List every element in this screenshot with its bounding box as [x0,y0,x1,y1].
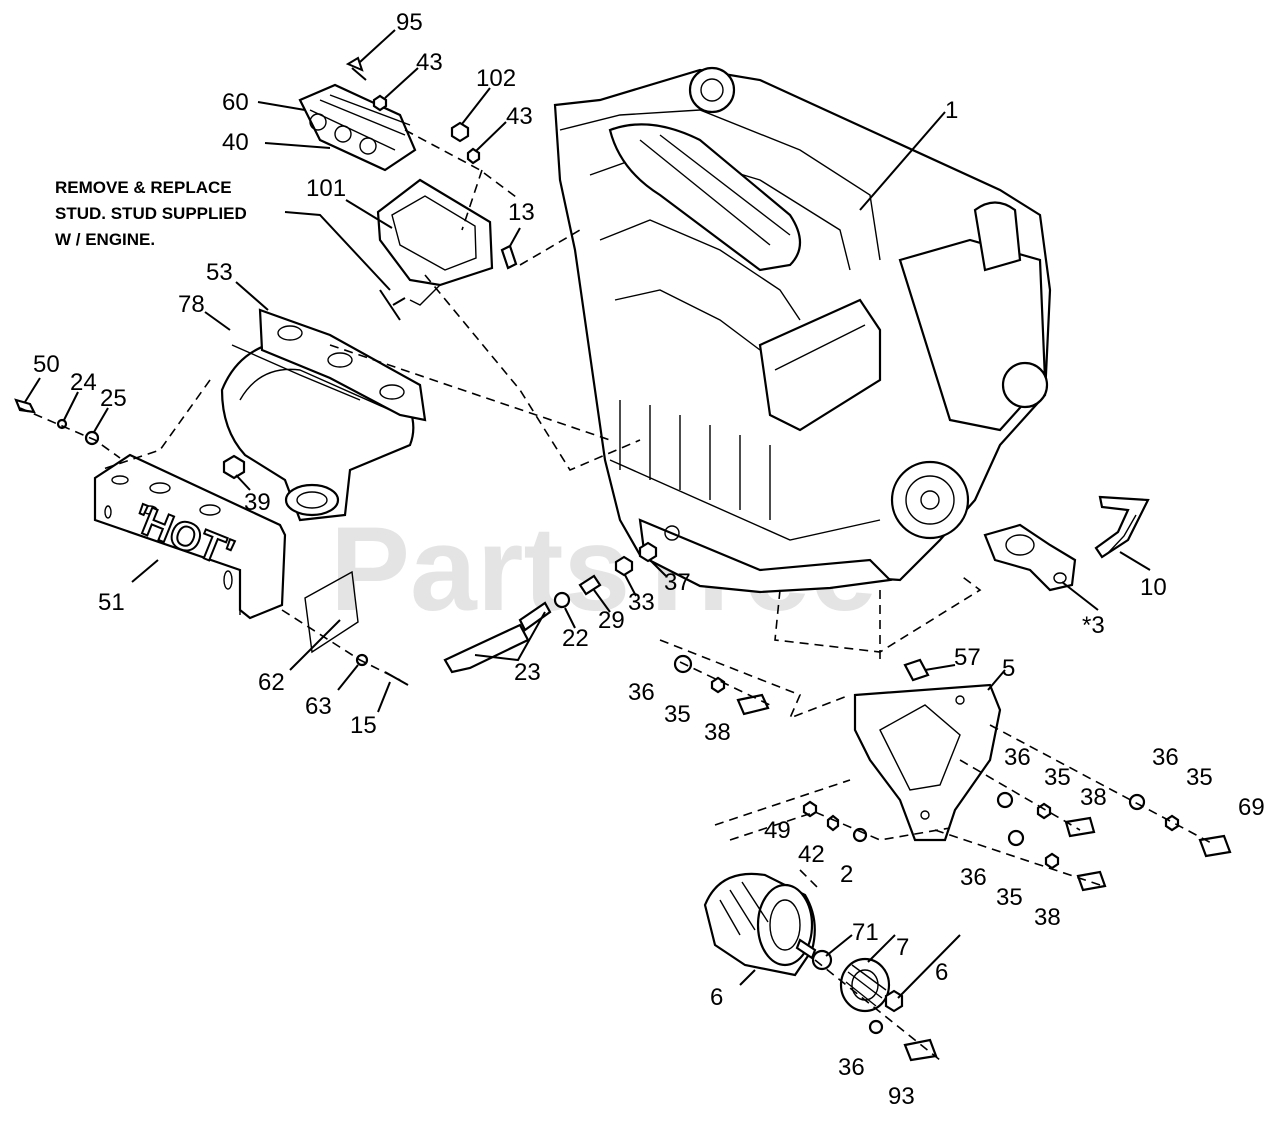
nut-37 [638,541,658,563]
callout-63: 63 [305,693,332,720]
drive-belt [1094,495,1150,559]
callout-95: 95 [396,9,423,36]
nut-33 [614,555,634,577]
stud-101 [379,289,406,321]
callout-1: 1 [945,97,958,124]
alternator-bracket [853,683,1002,842]
washer-63 [355,653,369,667]
callout-33: 33 [628,589,655,616]
callout-43: 43 [506,103,533,130]
callout-50: 50 [33,351,60,378]
callout-36: 36 [628,679,655,706]
callout-6: 6 [935,959,948,986]
callout-36: 36 [960,864,987,891]
callout-23: 23 [514,659,541,686]
alternator-pulley [839,957,891,1013]
engine-block [553,66,1052,594]
washer-22 [553,591,571,609]
callout-78: 78 [178,291,205,318]
callout-25: 25 [100,385,127,412]
callout-35: 35 [996,884,1023,911]
alternator [703,872,817,977]
callout-5: 5 [1002,655,1015,682]
note-line1: REMOVE & REPLACE [55,178,232,197]
callout-2: 2 [840,861,853,888]
callout-38: 38 [704,719,731,746]
nut-35a [710,676,726,694]
callout-7: 7 [896,934,909,961]
heat-shield-hot: 'HOT' [93,453,287,620]
callout-36: 36 [838,1054,865,1081]
washer-36b [996,791,1014,809]
note-line3: W / ENGINE. [55,230,155,249]
note-line2: STUD. STUD SUPPLIED [55,204,247,223]
callout-35: 35 [1044,764,1071,791]
callout-29: 29 [598,607,625,634]
nut-43b [466,147,481,165]
callout-60: 60 [222,89,249,116]
callout-69: 69 [1238,794,1265,821]
bolt-38b [1064,816,1096,838]
callout-22: 22 [562,625,589,652]
water-pump-assembly [983,523,1077,592]
callout-93: 93 [888,1083,915,1110]
coil-bracket [376,178,494,306]
callout-43: 43 [416,49,443,76]
nut-35d [1044,852,1060,870]
callout-36: 36 [1152,744,1179,771]
nut-102 [450,121,470,143]
callout-39: 39 [244,489,271,516]
bolt-95 [345,56,367,81]
callout-102: 102 [476,65,516,92]
bolt-38a [736,693,770,716]
coil-pack [298,83,417,172]
leader-lines [24,29,1151,999]
bolt-38c [1076,870,1107,892]
washer-36e [868,1019,884,1035]
assembly-guide-lines [19,129,1216,1061]
washer-36d [1007,829,1025,847]
callout-57: 57 [954,644,981,671]
callout-13: 13 [508,199,535,226]
callout-6: 6 [710,984,723,1011]
nut-35c [1164,814,1180,832]
callout-3: *3 [1082,612,1105,639]
sensor-23 [443,623,530,674]
callout-53: 53 [206,259,233,286]
spacer-57 [903,658,930,682]
callout-10: 10 [1140,574,1167,601]
shield-gasket [304,570,359,654]
callout-62: 62 [258,669,285,696]
callout-15: 15 [350,712,377,739]
fitting-29 [578,574,602,596]
nut-49 [802,800,818,818]
stud-note: REMOVE & REPLACE STUD. STUD SUPPLIED W /… [55,178,247,249]
nut-43a [372,94,388,112]
callout-51: 51 [98,589,125,616]
callout-42: 42 [798,841,825,868]
callout-49: 49 [764,817,791,844]
bolt-93 [903,1038,938,1062]
callout-35: 35 [664,701,691,728]
callout-37: 37 [664,569,691,596]
callout-35: 35 [1186,764,1213,791]
callout-36: 36 [1004,744,1031,771]
nut-6b [884,989,904,1013]
callout-numbers: 95 43 60 40 102 43 1 101 13 53 78 50 24 … [33,9,1265,1110]
exhaust-manifold [220,308,427,522]
sensor-13 [500,244,518,270]
callout-38: 38 [1080,784,1107,811]
callout-24: 24 [70,369,97,396]
sleeve-23 [518,601,552,632]
callout-71: 71 [852,919,879,946]
callout-40: 40 [222,129,249,156]
callout-38: 38 [1034,904,1061,931]
callout-101: 101 [306,175,346,202]
